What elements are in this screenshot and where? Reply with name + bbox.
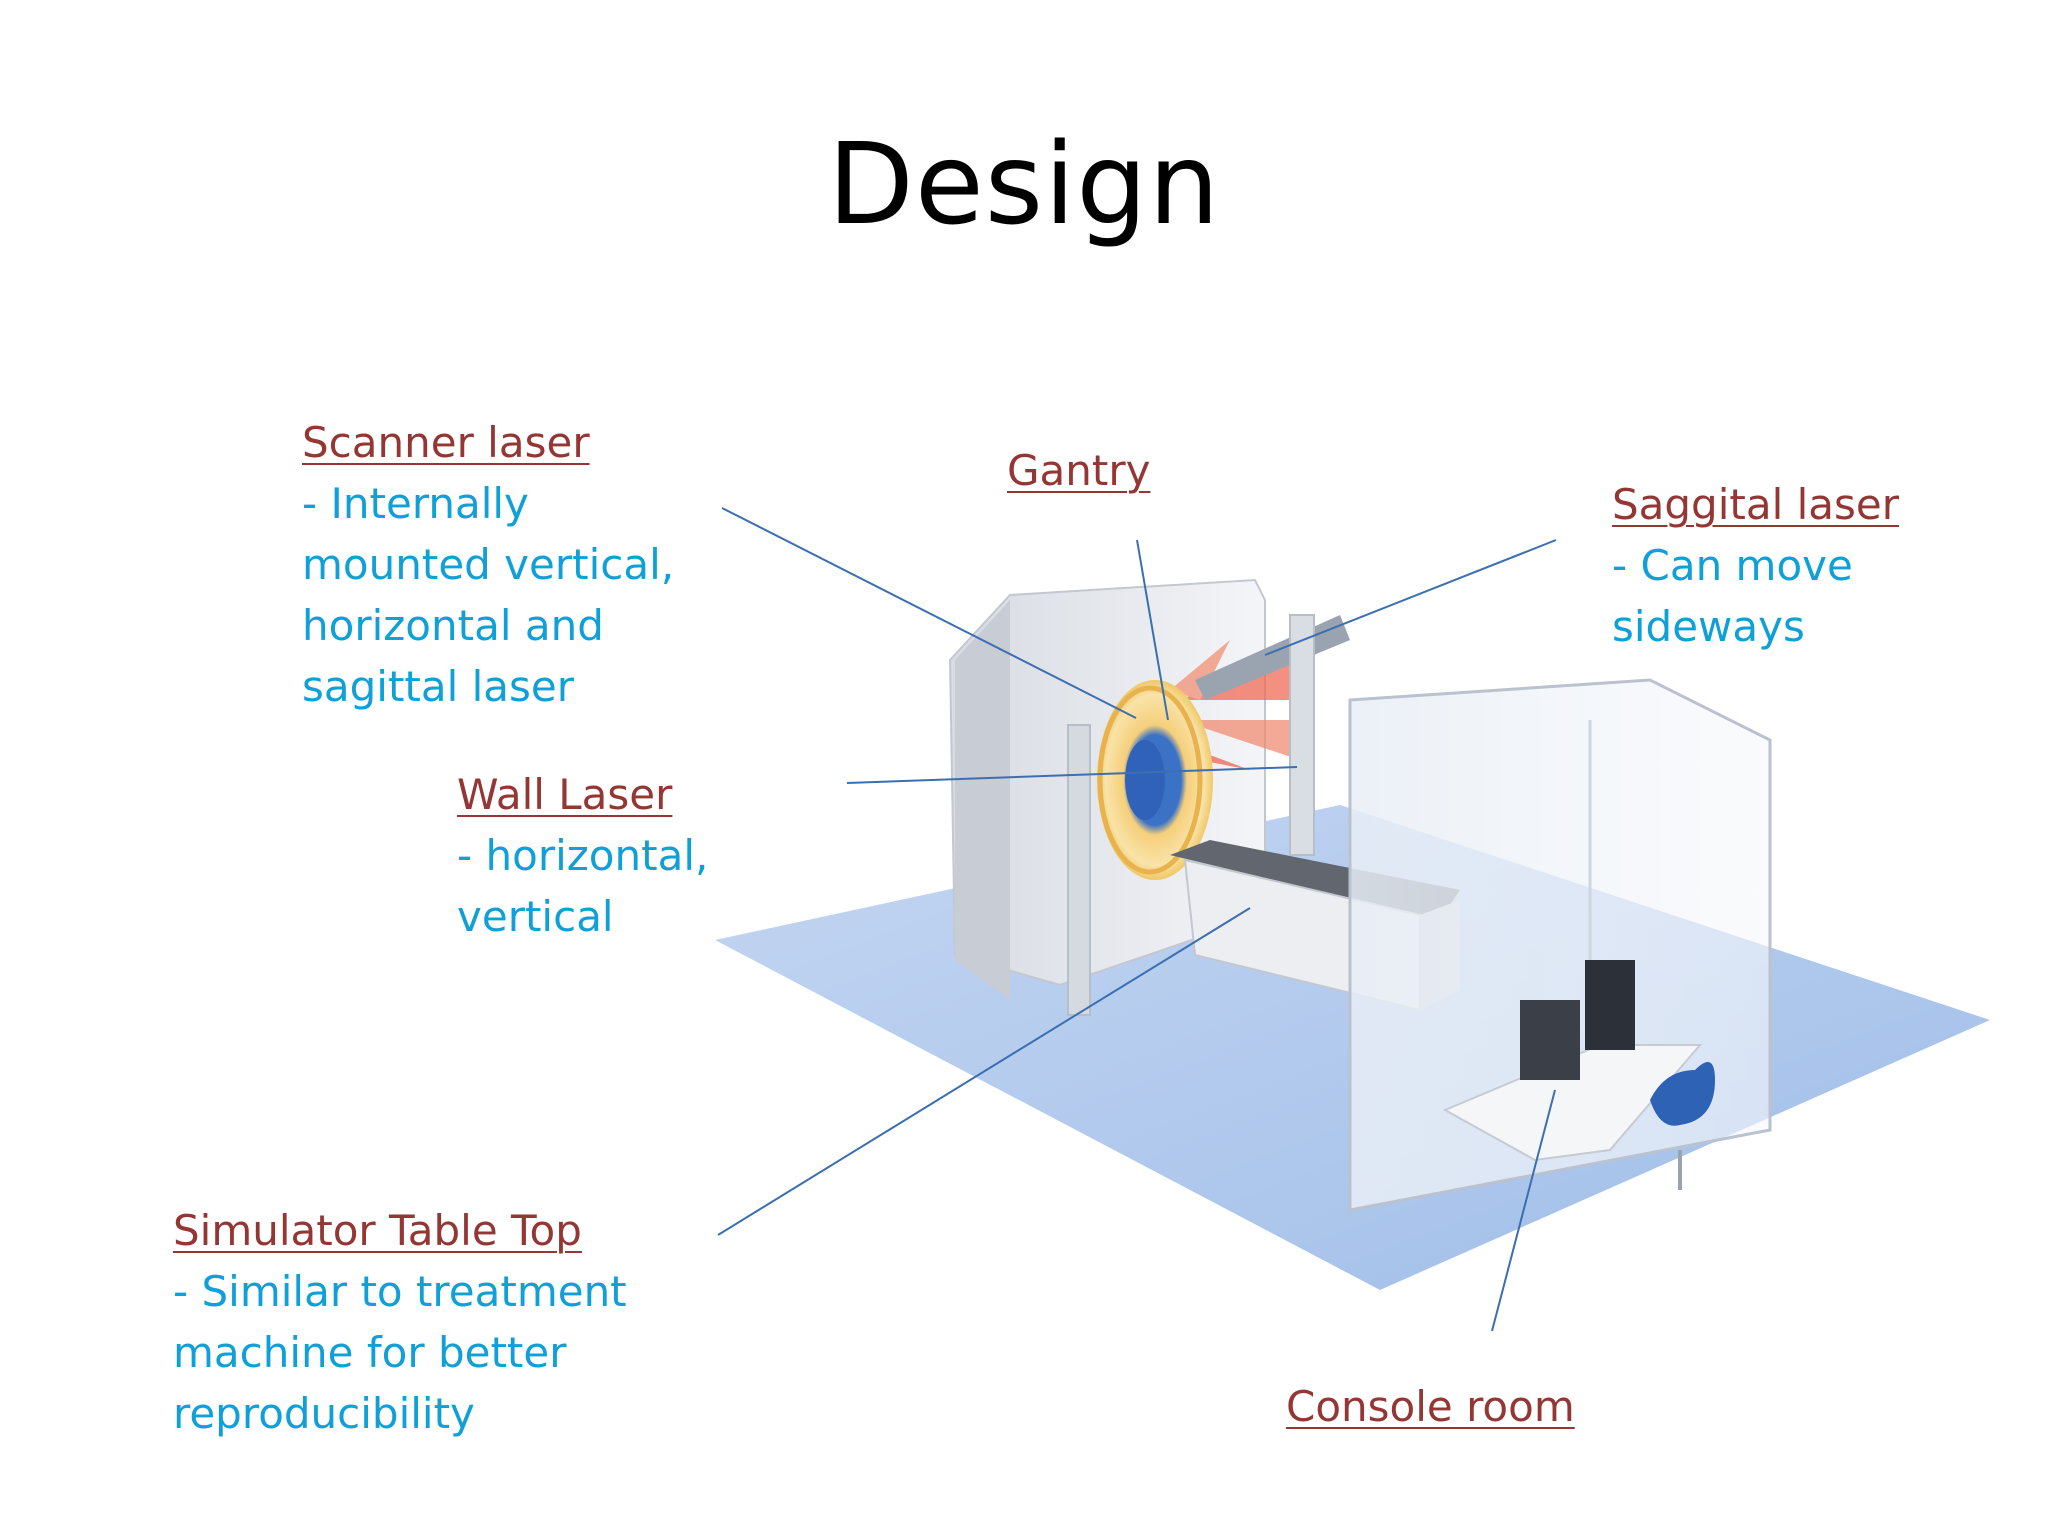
wall-laser-pillar xyxy=(1067,724,1091,1016)
callout-heading: Simulator Table Top xyxy=(173,1206,582,1255)
callout-description: - Similar to treatment machine for bette… xyxy=(173,1267,627,1438)
callout-description: - Internally mounted vertical, horizonta… xyxy=(302,479,675,711)
callout-heading: Wall Laser xyxy=(457,770,673,819)
callout-heading: Saggital laser xyxy=(1612,480,1900,529)
leader-gantry xyxy=(1136,539,1169,721)
slide-title: Design xyxy=(827,120,1221,250)
callout-heading: Gantry xyxy=(1007,446,1151,495)
callout-simulator-table-top: Simulator Table Top - Similar to treatme… xyxy=(173,1200,627,1444)
callout-console-room: Console room xyxy=(1286,1376,1575,1437)
leader-wall-laser xyxy=(846,766,1298,784)
console-chair xyxy=(1650,1062,1715,1126)
leader-table-top xyxy=(717,907,1251,1236)
leader-console-room xyxy=(1491,1089,1556,1332)
callout-saggital-laser: Saggital laser - Can move sideways xyxy=(1612,474,1899,657)
callout-gantry: Gantry xyxy=(1007,440,1151,501)
callout-scanner-laser: Scanner laser - Internally mounted verti… xyxy=(302,412,674,717)
callout-description: - horizontal, vertical xyxy=(457,831,709,941)
leader-scanner-laser xyxy=(721,507,1137,719)
callout-heading: Scanner laser xyxy=(302,418,590,467)
console-monitor xyxy=(1520,1000,1580,1080)
callout-wall-laser: Wall Laser - horizontal, vertical xyxy=(457,764,708,947)
callout-description: - Can move sideways xyxy=(1612,541,1853,651)
leader-saggital-laser xyxy=(1264,539,1557,656)
callout-heading: Console room xyxy=(1286,1382,1575,1431)
leader-lines xyxy=(717,507,1557,1332)
